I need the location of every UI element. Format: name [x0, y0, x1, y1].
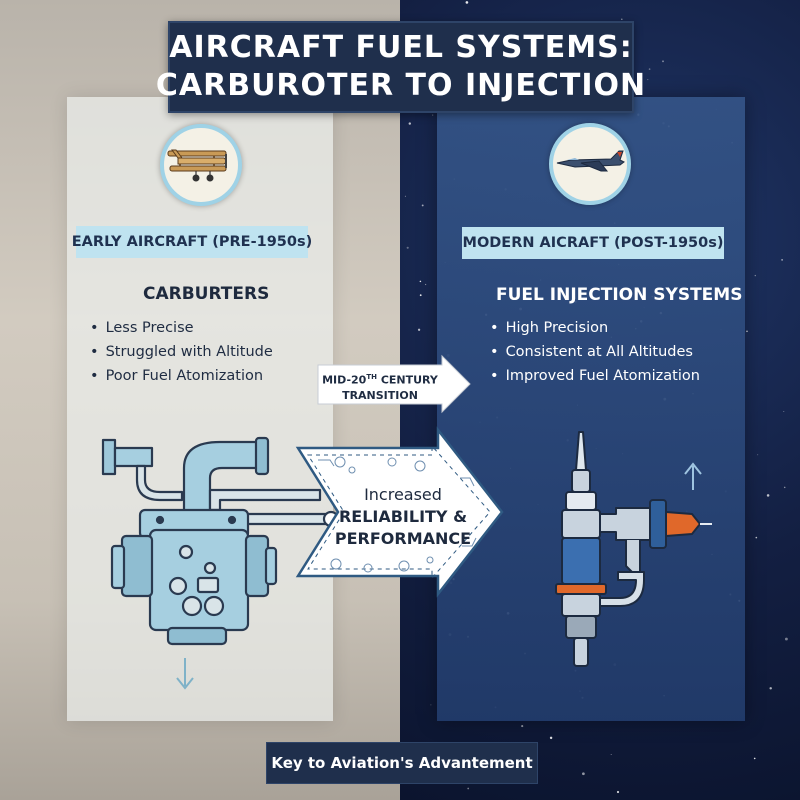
star — [421, 204, 424, 207]
star — [755, 536, 758, 539]
star — [430, 704, 432, 706]
benefit-label: Increased RELIABILITY & PERFORMANCE — [330, 484, 476, 550]
jet-icon — [556, 150, 625, 172]
star — [465, 1, 469, 4]
left-bullet-list: Less Precise Struggled with Altitude Poo… — [90, 316, 273, 388]
star — [766, 494, 770, 497]
benefit-line-3: PERFORMANCE — [334, 529, 472, 548]
star — [616, 790, 620, 794]
jet-emblem — [549, 123, 631, 205]
left-era-tag: EARLY AIRCRAFT (PRE-1950s) — [72, 226, 312, 258]
star — [408, 122, 411, 125]
star — [783, 486, 786, 489]
star — [432, 114, 434, 116]
star — [647, 79, 649, 81]
star — [467, 787, 470, 790]
star — [582, 772, 585, 776]
benefit-line-2: RELIABILITY & — [338, 507, 468, 526]
transition-sup: TH — [366, 373, 377, 381]
star — [757, 454, 759, 456]
transition-suffix: CENTURY — [376, 373, 438, 387]
star — [783, 411, 785, 413]
star — [648, 68, 651, 70]
list-item: Less Precise — [90, 316, 273, 340]
title-line-1: AIRCRAFT FUEL SYSTEMS: — [169, 30, 633, 65]
star — [419, 294, 422, 297]
benefit-line-1: Increased — [364, 485, 442, 504]
star — [781, 259, 783, 261]
biplane-icon — [167, 149, 227, 182]
up-arrow-icon — [684, 462, 702, 490]
fuel-injector-illustration — [555, 431, 712, 667]
star — [621, 18, 623, 21]
star — [521, 725, 524, 728]
star — [662, 60, 664, 63]
biplane-emblem — [160, 124, 242, 206]
star — [754, 274, 756, 277]
transition-arrow — [317, 354, 471, 414]
right-heading: FUEL INJECTION SYSTEMS — [496, 285, 743, 305]
list-item: High Precision — [490, 316, 700, 340]
down-arrow-icon — [176, 658, 194, 690]
transition-line-2: TRANSITION — [342, 388, 418, 402]
footer-banner: Key to Aviation's Advantement — [266, 742, 538, 784]
star — [417, 328, 421, 331]
star — [753, 757, 756, 760]
star — [419, 280, 422, 283]
title-banner: AIRCRAFT FUEL SYSTEMS: CARBUROTER TO INJ… — [156, 21, 645, 113]
star — [610, 754, 612, 755]
star — [769, 687, 772, 690]
star — [784, 637, 788, 641]
list-item: Consistent at All Altitudes — [490, 340, 700, 364]
left-heading: CARBURTERS — [143, 284, 270, 304]
star — [404, 195, 406, 197]
star — [549, 736, 553, 740]
star — [746, 330, 748, 333]
right-era-tag: MODERN AICRAFT (POST-1950s) — [462, 227, 724, 259]
transition-label: MID-20TH CENTURY TRANSITION — [318, 370, 442, 403]
benefit-arrow — [295, 426, 504, 598]
list-item: Struggled with Altitude — [90, 340, 273, 364]
list-item: Improved Fuel Atomization — [490, 364, 700, 388]
title-line-2: CARBUROTER TO INJECTION — [155, 68, 647, 103]
right-bullet-list: High Precision Consistent at All Altitud… — [490, 316, 700, 388]
transition-prefix: MID-20 — [322, 373, 367, 387]
star — [424, 283, 427, 286]
carburetor-illustration — [101, 436, 340, 646]
list-item: Poor Fuel Atomization — [90, 364, 273, 388]
star — [406, 246, 409, 249]
